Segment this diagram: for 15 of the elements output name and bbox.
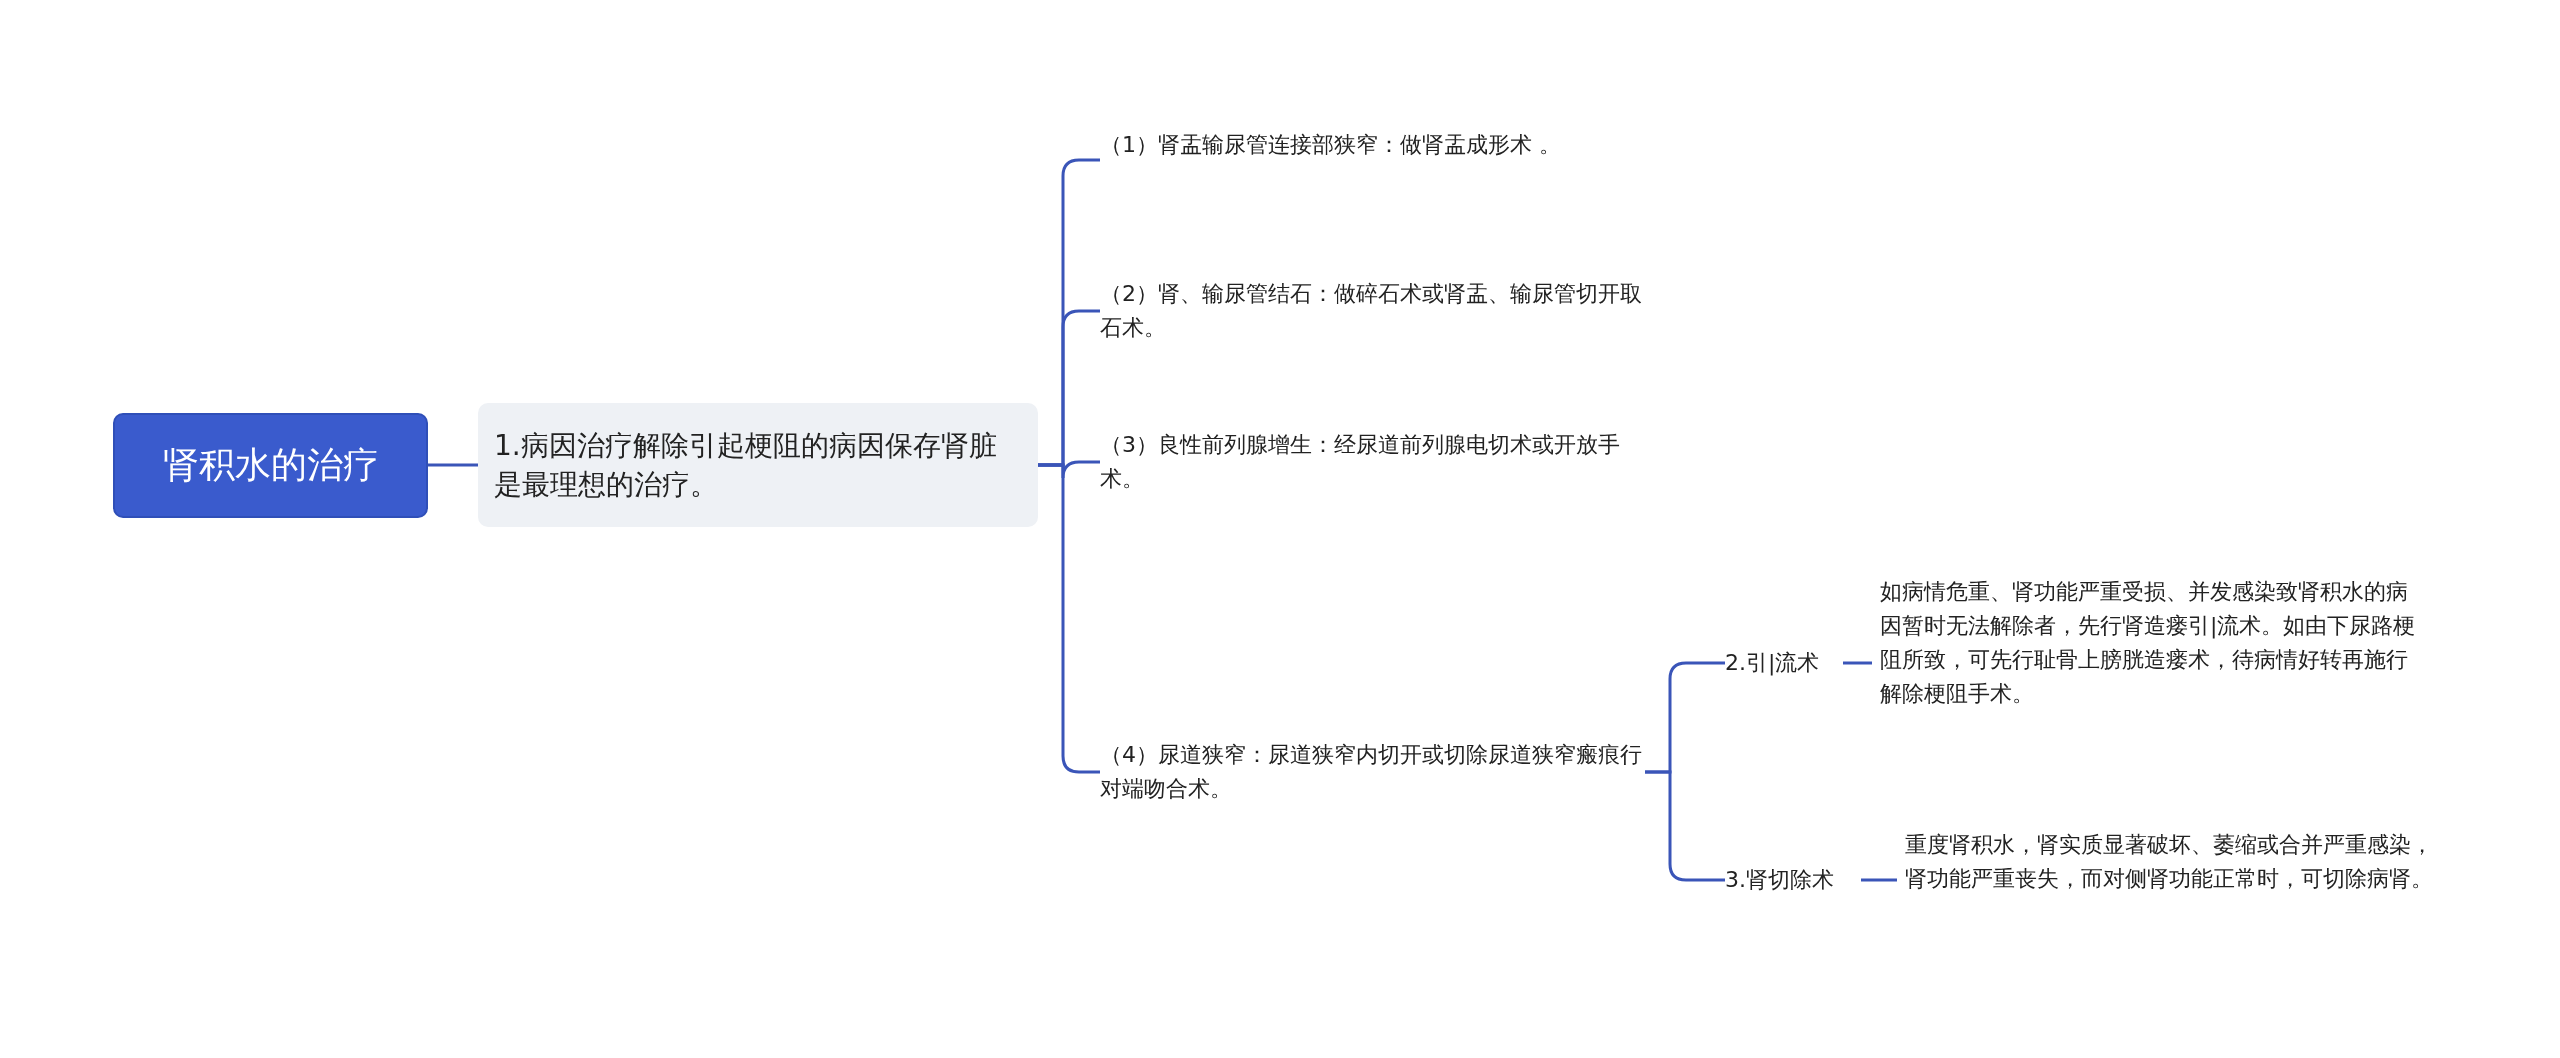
connector-line	[1861, 878, 1897, 882]
topic-box: 1.病因治疗解除引起梗阻的病因保存肾脏是最理想的治疗。	[478, 403, 1038, 527]
branch-text: （4）尿道狭窄：尿道狭窄内切开或切除尿道狭窄瘢痕行对端吻合术。	[1100, 738, 1645, 806]
branch-text: 重度肾积水，肾实质显著破坏、萎缩或合并严重感染，肾功能严重丧失，而对侧肾功能正常时，可切除病肾。	[1905, 828, 2445, 896]
branch-text: 如病情危重、肾功能严重受损、并发感染致肾积水的病因暂时无法解除者，先行肾造瘘引|流术。如由下尿路梗阻所致，可先行耻骨上膀胱造瘘术，待病情好转再施行解除梗阻手术。	[1880, 575, 2425, 711]
connector-line	[1843, 661, 1872, 665]
subtopic-text: 2.引|流术	[1725, 648, 1837, 678]
branch-text: （1）肾盂输尿管连接部狭窄：做肾盂成形术 。	[1100, 128, 1645, 162]
connector-line	[428, 463, 478, 467]
subtopic-text: 3.肾切除术	[1725, 865, 1855, 895]
root-topic-box: 肾积水的治疗	[113, 413, 428, 518]
connector-line	[1645, 770, 1725, 882]
connector-line	[1038, 463, 1100, 774]
branch-text: （3）良性前列腺增生：经尿道前列腺电切术或开放手术。	[1100, 428, 1645, 496]
branch-text: （2）肾、输尿管结石：做碎石术或肾盂、输尿管切开取石术。	[1100, 277, 1645, 345]
